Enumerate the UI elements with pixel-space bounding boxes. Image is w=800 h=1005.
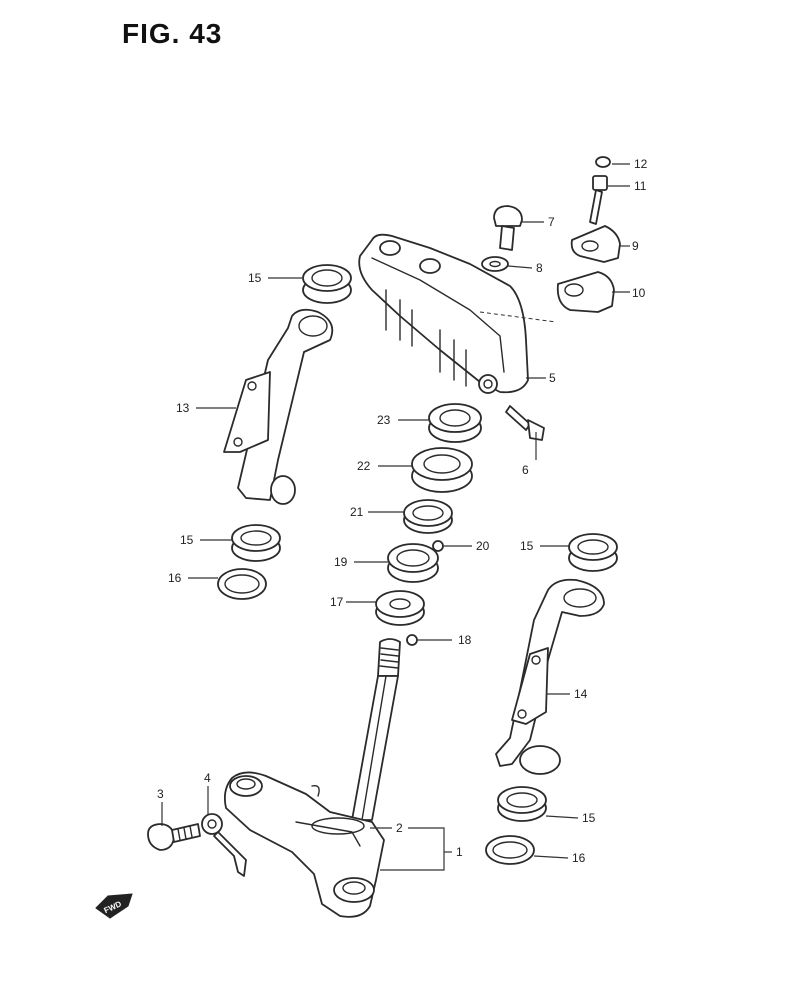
part-6-bolt: [505, 405, 545, 441]
label-18: 18: [458, 633, 472, 647]
part-2-stem-shaft: [351, 638, 401, 821]
label-14: 14: [574, 687, 588, 701]
part-7-bolt: [493, 205, 523, 251]
label-12: 12: [634, 157, 648, 171]
label-9: 9: [632, 239, 639, 253]
leader-lines: [161, 163, 630, 871]
part-14-right-bracket: [495, 578, 605, 775]
part-23-nut: [428, 403, 482, 443]
label-10: 10: [632, 286, 646, 300]
label-17: 17: [330, 595, 344, 609]
label-1: 1: [456, 845, 463, 859]
part-3-bolt: [147, 823, 201, 851]
label-16-left: 16: [168, 571, 182, 585]
label-3: 3: [157, 787, 164, 801]
part-15-seal-right: [568, 533, 618, 572]
label-13: 13: [176, 401, 190, 415]
part-11-bolt: [589, 175, 608, 225]
part-5-upper-bracket: [358, 233, 557, 394]
label-15-bottom: 15: [582, 811, 596, 825]
label-7: 7: [548, 215, 555, 229]
part-12-cap: [595, 156, 611, 168]
part-1-lower-bracket: [223, 771, 385, 918]
part-10-clamp: [556, 271, 615, 313]
label-2: 2: [396, 821, 403, 835]
label-23: 23: [377, 413, 391, 427]
part-16-ring-left: [217, 568, 267, 600]
label-8: 8: [536, 261, 543, 275]
figure-title: FIG. 43: [122, 18, 223, 49]
label-21: 21: [350, 505, 364, 519]
label-15-right: 15: [520, 539, 534, 553]
part-17-race: [375, 590, 425, 626]
part-21-race: [403, 499, 453, 534]
label-6: 6: [522, 463, 529, 477]
part-9-clamp: [570, 225, 621, 263]
fwd-arrow-badge: FWD: [95, 893, 133, 919]
part-15-seal-bottom-right: [497, 786, 547, 822]
part-15-seal-left: [231, 524, 281, 562]
part-8-washer: [481, 256, 509, 272]
part-16-ring-bottom-right: [485, 835, 535, 865]
part-19-race: [387, 543, 439, 583]
part-13-left-bracket: [223, 308, 334, 505]
label-16-bottom: 16: [572, 851, 586, 865]
part-18-ball: [406, 634, 418, 646]
label-5: 5: [549, 371, 556, 385]
part-20-ball: [432, 540, 444, 552]
label-15-top: 15: [248, 271, 262, 285]
part-15-seal-top-left: [302, 264, 352, 304]
label-4: 4: [204, 771, 211, 785]
part-22-seal: [411, 447, 473, 493]
label-11: 11: [634, 179, 647, 193]
label-15-left: 15: [180, 533, 194, 547]
label-22: 22: [357, 459, 371, 473]
part-4-lock-washer: [201, 813, 247, 877]
label-20: 20: [476, 539, 490, 553]
part-number-labels: 12 11 7 8 9 10 5 6 15 13 23 22 21 20 19 …: [157, 157, 648, 865]
label-19: 19: [334, 555, 348, 569]
